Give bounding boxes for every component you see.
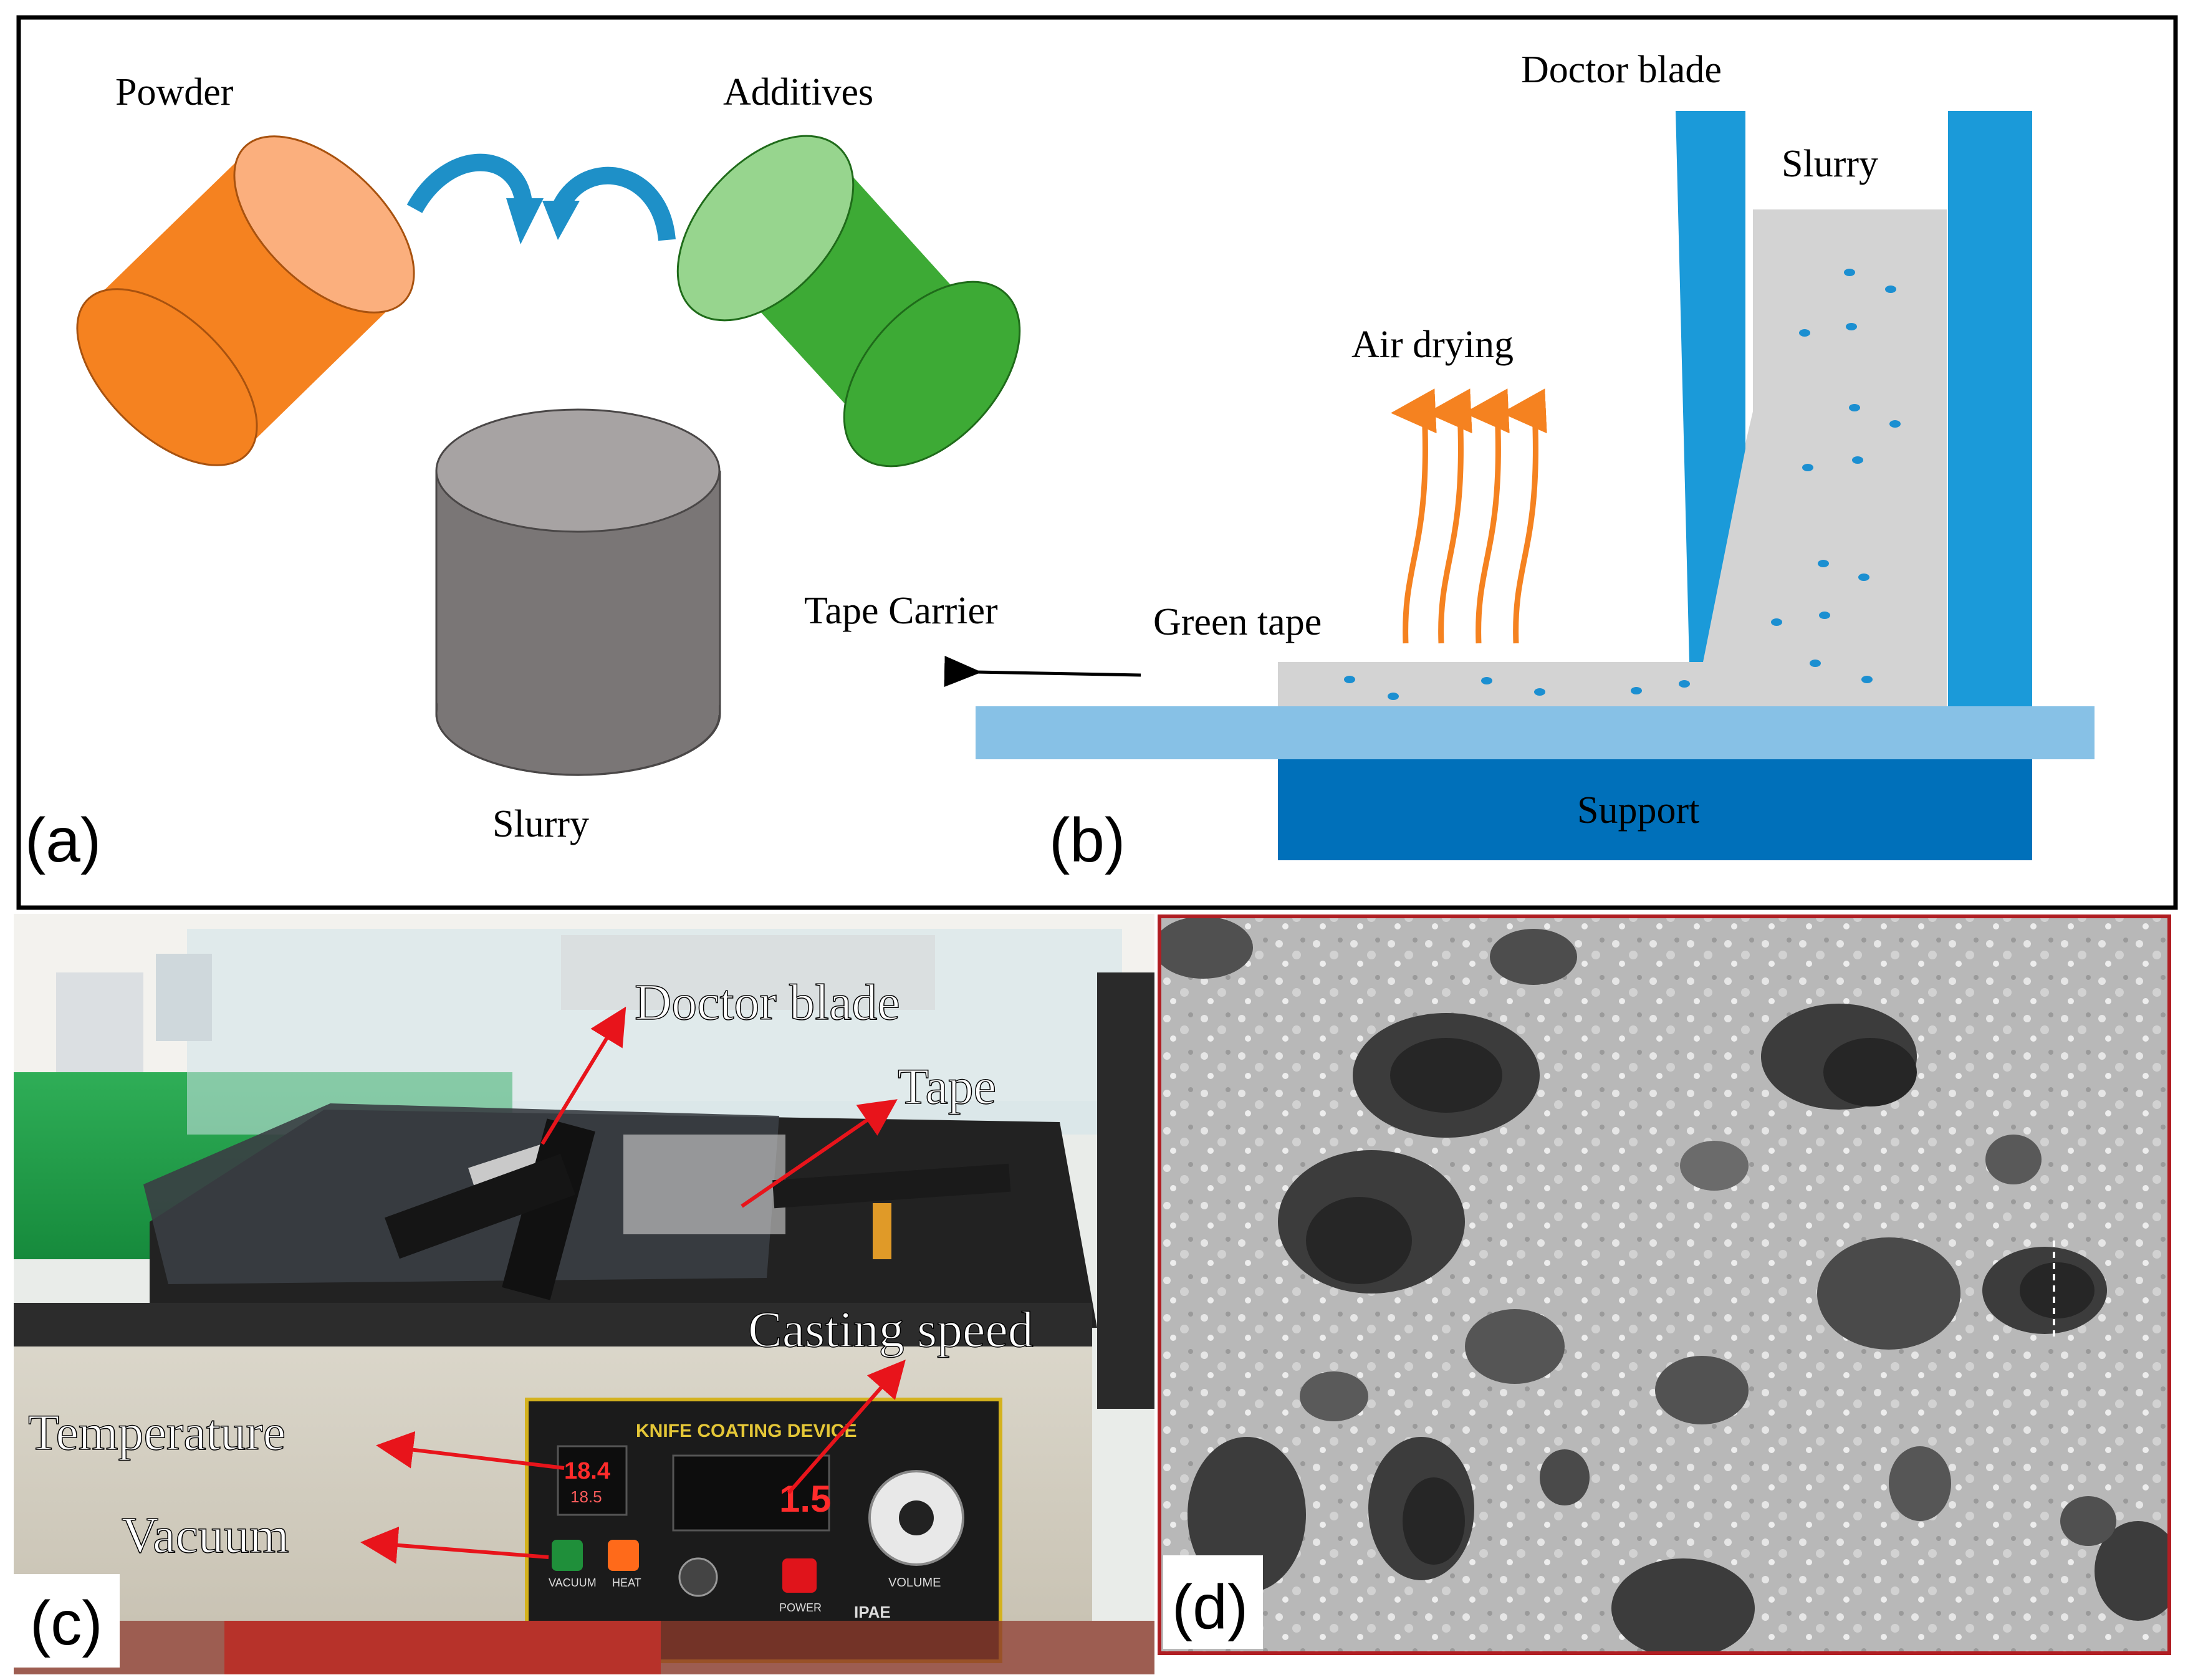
volume-label: VOLUME	[888, 1576, 941, 1590]
temp-display-top: 18.4	[564, 1458, 610, 1484]
speed-display	[672, 1454, 830, 1532]
powder-cylinder	[76, 135, 415, 466]
temp-display-bottom: 18.5	[570, 1487, 602, 1506]
casting-speed-label: Casting speed	[748, 1301, 1034, 1358]
pointer-arrows	[360, 1006, 906, 1564]
slurry-label-a: Slurry	[492, 803, 589, 845]
support-label: Support	[1577, 789, 1699, 832]
additives-label: Additives	[723, 71, 873, 113]
air-drying-label: Air drying	[1351, 324, 1514, 366]
slurry-particles	[1344, 269, 1901, 700]
panel-d: (d)	[1158, 914, 2171, 1655]
doctor-blade	[1676, 111, 1745, 662]
support-block	[1278, 757, 2032, 860]
doctor-blade-label-c: Doctor blade	[635, 974, 900, 1030]
side-monitor	[1097, 972, 1154, 1409]
heat-button	[608, 1540, 639, 1571]
temperature-display	[557, 1445, 628, 1516]
panel-label-b: (b)	[1049, 805, 1125, 875]
vacuum-button-label: VACUUM	[549, 1577, 597, 1589]
foam-pores	[1159, 916, 2169, 1653]
slurry-reservoir	[1278, 209, 1947, 706]
panel-label-d: (d)	[1172, 1572, 1248, 1642]
panel-c: KNIFE COATING DEVICE 18.4 18.5 1.5 VOLUM…	[14, 914, 1154, 1674]
panel-label-a: (a)	[25, 805, 101, 875]
power-button-label: POWER	[779, 1601, 822, 1614]
temperature-label: Temperature	[28, 1404, 286, 1461]
mix-arrow-left	[406, 153, 532, 214]
vacuum-button	[552, 1540, 583, 1571]
micrograph-border	[1158, 914, 2171, 1655]
device-title: KNIFE COATING DEVICE	[636, 1421, 857, 1441]
tape-carrier	[976, 706, 2095, 759]
panel-a: Powder Additives Slurry (a)	[25, 71, 1021, 875]
air-drying-arrows	[1391, 388, 1547, 644]
vacuum-label: Vacuum	[122, 1507, 289, 1563]
panel-b: Doctor blade Slurry Air drying Tape Carr…	[804, 49, 2095, 875]
mix-arrow-right	[553, 166, 676, 241]
slurry-cylinder	[435, 408, 721, 776]
speed-display-value: 1.5	[779, 1478, 831, 1520]
doctor-blade-label-b: Doctor blade	[1521, 49, 1722, 91]
tape-label: Tape	[898, 1058, 996, 1115]
panel-label-d-box	[1163, 1555, 1263, 1649]
panel-label-c: (c)	[30, 1588, 103, 1658]
carrier-direction-arrow	[944, 656, 1141, 688]
powder-label: Powder	[115, 71, 234, 113]
heat-button-label: HEAT	[612, 1577, 641, 1589]
additives-cylinder	[676, 135, 1021, 468]
panel-label-c-box	[14, 1574, 120, 1668]
power-button	[782, 1558, 817, 1593]
green-tape-label: Green tape	[1153, 601, 1322, 643]
brand-label: IPAE	[854, 1603, 891, 1621]
reservoir-back-wall	[1948, 111, 2032, 706]
slurry-label-b: Slurry	[1782, 143, 1878, 185]
tape-carrier-label: Tape Carrier	[804, 590, 998, 632]
